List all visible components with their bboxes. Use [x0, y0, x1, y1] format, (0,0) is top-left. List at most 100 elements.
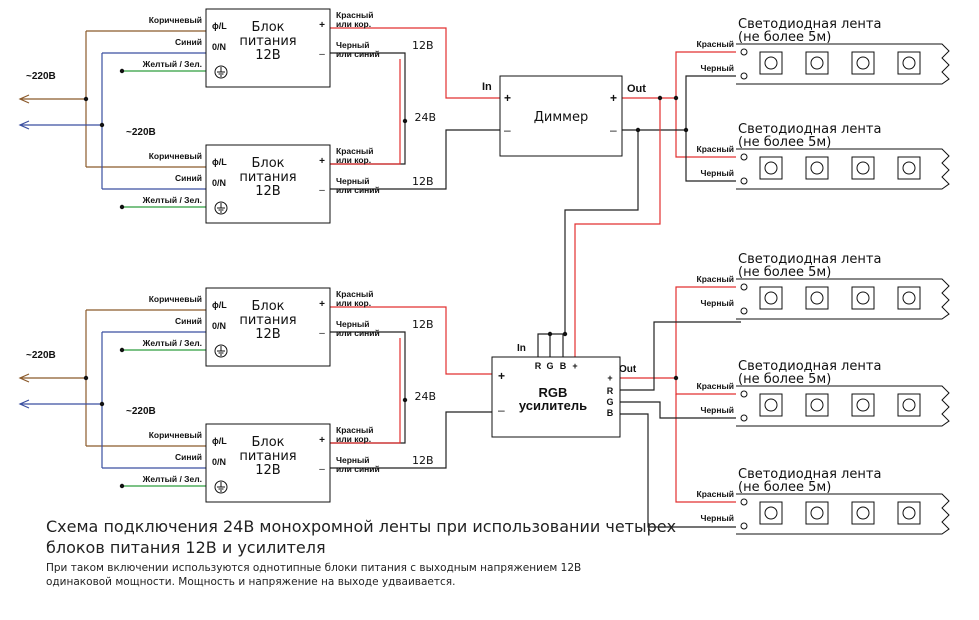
- wire-label-red: Красный: [336, 425, 373, 435]
- rgb-amp-output-pin: G: [606, 397, 613, 407]
- strip-plus-pad: [740, 48, 748, 56]
- strip-black-label: Черный: [700, 405, 734, 415]
- wire-label-red: или кор.: [336, 434, 371, 444]
- mains-phase-junction: [83, 96, 89, 102]
- led-chip-lens: [902, 161, 916, 175]
- caption-title: Схема подключения 24В монохромной ленты …: [46, 517, 677, 557]
- strip-plus-pad: [740, 498, 748, 506]
- strip-plus-pad: [740, 153, 748, 161]
- rgb-amp-input-pin: B: [560, 361, 567, 371]
- wire-label-ground: Желтый / Зел.: [142, 474, 202, 484]
- series-junction: [402, 397, 408, 403]
- rgb-amp-output-pin: B: [607, 408, 614, 418]
- wire-label-ground: Желтый / Зел.: [142, 195, 202, 205]
- rgb-amp-plus: +: [498, 369, 505, 383]
- psu-neutral-terminal: 0/N: [212, 42, 226, 52]
- wire-label-red: Красный: [336, 146, 373, 156]
- wire-label-blue: Синий: [175, 452, 202, 462]
- series-voltage-label: 24В: [414, 390, 436, 403]
- led-strip-3: [736, 278, 950, 320]
- junction-dot: [635, 127, 641, 133]
- wire-label-red: или кор.: [336, 155, 371, 165]
- wire-label-black: или синий: [336, 185, 380, 195]
- amp-plus-strip5: [675, 394, 741, 503]
- strip-black-label: Черный: [700, 513, 734, 523]
- psu-title: 12В: [255, 48, 280, 63]
- psu-minus-terminal: –: [319, 185, 325, 196]
- led-chip-lens: [764, 56, 778, 70]
- strip-black-label: Черный: [700, 298, 734, 308]
- mains-phase-arrow-head: [18, 94, 30, 104]
- rgb-amp-input-pin: G: [546, 361, 553, 371]
- wires-layer: [18, 27, 741, 528]
- ground-wire-end: [119, 483, 125, 489]
- led-chip-lens: [856, 56, 870, 70]
- psu-title: Блок: [251, 435, 284, 450]
- dimmer-out-label: Out: [627, 83, 646, 95]
- ground-icon: [214, 344, 228, 358]
- wire-label-blue: Синий: [175, 37, 202, 47]
- amp-input-bridge-r: [537, 333, 565, 357]
- wire-label-black: Черный: [336, 40, 370, 50]
- wire-label-ground: Желтый / Зел.: [142, 338, 202, 348]
- wire-label-brown: Коричневый: [149, 151, 202, 161]
- strip-minus-pad: [740, 307, 748, 315]
- junction-dot: [673, 95, 679, 101]
- led-strip-4: [736, 385, 950, 427]
- rgb-amp-input-pin: R: [535, 361, 542, 371]
- dimmer-plus-strip1: [622, 51, 741, 99]
- wire-label-black: Черный: [336, 176, 370, 186]
- amp-input-plus-wire: [574, 98, 661, 357]
- led-strip-subtitle: (не более 5м): [738, 30, 831, 45]
- mains-neutral-junction: [99, 401, 105, 407]
- power-supply-2: [205, 423, 331, 503]
- psu2-plus-wire: [330, 59, 401, 165]
- components-layer: [205, 8, 950, 535]
- rgb-amp-label: RGB: [539, 385, 568, 400]
- wire-label-red: или кор.: [336, 19, 371, 29]
- led-chip-lens: [856, 506, 870, 520]
- rgb-amp-output-pin: R: [607, 386, 614, 396]
- rgb-amp-label: усилитель: [519, 398, 587, 413]
- mains-voltage-label: ~220В: [26, 71, 56, 82]
- psu-neutral-terminal: 0/N: [212, 178, 226, 188]
- psu-output-voltage: 12В: [412, 39, 434, 52]
- ground-wire-end: [119, 204, 125, 210]
- led-strip-title: Светодиодная лента: [738, 122, 881, 137]
- led-strip-subtitle: (не более 5м): [738, 135, 831, 150]
- psu2-minus-wire: [330, 411, 492, 469]
- led-strip-2: [736, 148, 950, 190]
- psu-phase-terminal: ϕ/L: [212, 436, 227, 446]
- rgb-amp-out-label: Out: [619, 364, 637, 375]
- wire-label-black: или синий: [336, 464, 380, 474]
- led-chip-lens: [764, 161, 778, 175]
- junction-dot: [673, 375, 679, 381]
- led-chip-lens: [764, 291, 778, 305]
- series-voltage-label: 24В: [414, 111, 436, 124]
- led-chip-lens: [810, 506, 824, 520]
- mains-neutral-junction: [99, 122, 105, 128]
- strip-black-label: Черный: [700, 168, 734, 178]
- psu-title: 12В: [255, 327, 280, 342]
- dimmer-in-label: In: [482, 81, 492, 93]
- dimmer-in-minus: –: [504, 123, 511, 137]
- psu-output-voltage: 12В: [412, 454, 434, 467]
- dimmer-in-plus: +: [504, 91, 511, 105]
- psu-plus-terminal: +: [319, 435, 325, 446]
- mains-voltage-label: ~220В: [126, 406, 156, 417]
- mains-neutral-arrow-head: [18, 120, 30, 130]
- psu-output-voltage: 12В: [412, 175, 434, 188]
- led-chip-lens: [856, 398, 870, 412]
- led-strip-subtitle: (не более 5м): [738, 480, 831, 495]
- wire-label-brown: Коричневый: [149, 294, 202, 304]
- strip-plus-pad: [740, 283, 748, 291]
- dimmer-plus-strip2: [675, 98, 741, 158]
- ground-wire-end: [119, 347, 125, 353]
- dimmer-minus-strip2: [685, 130, 741, 182]
- psu-phase-terminal: ϕ/L: [212, 21, 227, 31]
- led-strip-title: Светодиодная лента: [738, 467, 881, 482]
- psu1-plus-wire: [330, 306, 492, 375]
- junction-dot: [547, 331, 553, 337]
- amp-b-strip5: [620, 413, 741, 528]
